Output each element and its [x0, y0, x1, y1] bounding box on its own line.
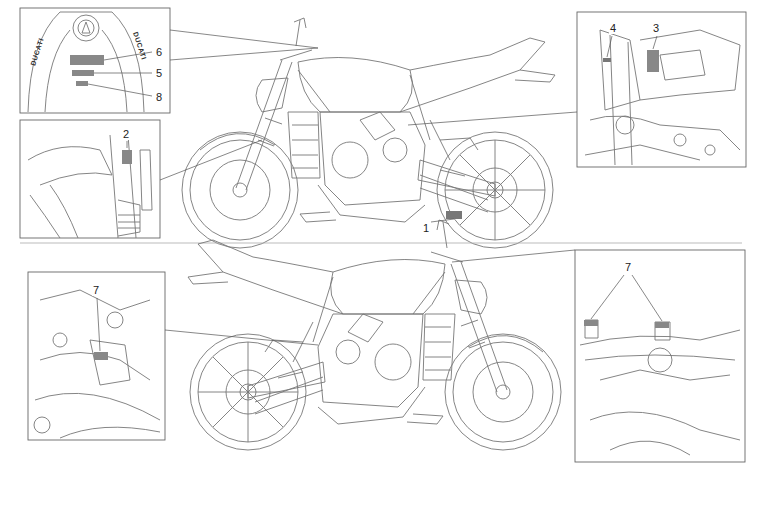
callout-number: 2 [122, 128, 130, 140]
callout-number: 7 [92, 284, 100, 296]
callout-number: 6 [155, 46, 163, 58]
callout-number: 1 [422, 222, 430, 234]
callout-number: 7 [624, 261, 632, 273]
callout-number: 3 [652, 22, 660, 34]
callout-number: 8 [155, 91, 163, 103]
callout-number: 4 [609, 22, 617, 34]
callout-number: 5 [155, 67, 163, 79]
